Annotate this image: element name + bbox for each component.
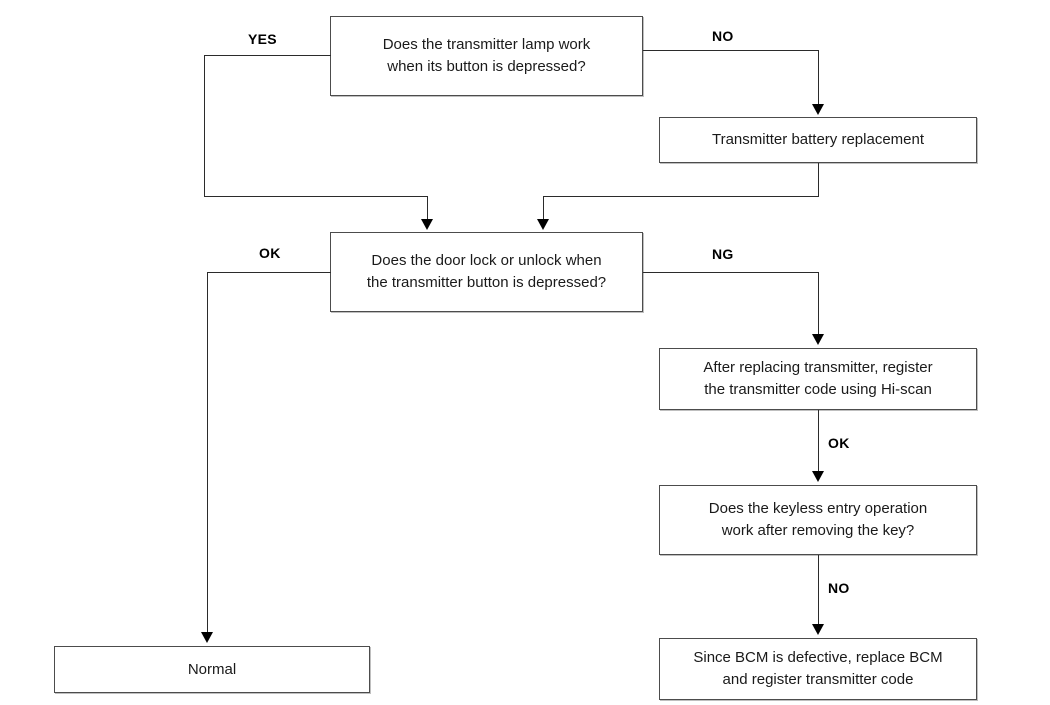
node-transmitter-lamp-line1: Does the transmitter lamp work — [382, 36, 591, 54]
edge-label-keyless-no: NO — [828, 580, 850, 596]
edge-lamp-no-vertical — [818, 50, 819, 106]
arrow-lamp-no-into-battery — [812, 104, 824, 115]
node-keyless-entry-line1: Does the keyless entry operation — [708, 500, 928, 518]
edge-doorlock-ok-horizontal — [207, 272, 331, 273]
node-register-code-line1: After replacing transmitter, register — [703, 359, 933, 377]
node-normal: Normal — [54, 646, 370, 693]
node-door-lock-line1: Does the door lock or unlock when — [371, 252, 602, 270]
node-replace-bcm: Since BCM is defective, replace BCM and … — [659, 638, 977, 700]
node-keyless-entry-question: Does the keyless entry operation work af… — [659, 485, 977, 555]
edge-doorlock-ng-horizontal — [643, 272, 819, 273]
edge-lamp-no-horizontal — [643, 50, 819, 51]
node-door-lock-line2: the transmitter button is depressed? — [366, 274, 607, 291]
node-transmitter-lamp-line2: when its button is depressed? — [387, 58, 586, 75]
node-battery-replacement-line1: Transmitter battery replacement — [711, 131, 925, 149]
edge-doorlock-ng-vertical — [818, 272, 819, 336]
arrow-battery-into-doorlock — [537, 219, 549, 230]
node-replace-bcm-line1: Since BCM is defective, replace BCM — [693, 649, 943, 667]
node-normal-label: Normal — [187, 660, 237, 678]
node-battery-replacement: Transmitter battery replacement — [659, 117, 977, 163]
edge-battery-down — [818, 163, 819, 196]
edge-battery-to-doorlock-horizontal — [543, 196, 819, 197]
arrow-doorlock-ok-into-normal — [201, 632, 213, 643]
edge-label-doorlock-ok: OK — [259, 245, 281, 261]
arrow-keyless-no-into-bcm — [812, 624, 824, 635]
arrow-hiscan-ok-into-keyless — [812, 471, 824, 482]
node-register-code-line2: the transmitter code using Hi-scan — [704, 381, 932, 398]
node-transmitter-lamp-question: Does the transmitter lamp work when its … — [330, 16, 643, 96]
edge-label-hiscan-ok: OK — [828, 435, 850, 451]
node-door-lock-question: Does the door lock or unlock when the tr… — [330, 232, 643, 312]
edge-lamp-yes-horizontal — [204, 55, 331, 56]
edge-label-lamp-no: NO — [712, 28, 734, 44]
edge-doorlock-ok-vertical — [207, 272, 208, 634]
arrow-lamp-yes-into-doorlock — [421, 219, 433, 230]
edge-label-doorlock-ng: NG — [712, 246, 734, 262]
edge-label-lamp-yes: YES — [248, 31, 277, 47]
edge-lamp-yes-drop — [427, 196, 428, 222]
edge-lamp-yes-to-doorlock-horizontal — [204, 196, 428, 197]
edge-hiscan-ok-vertical — [818, 410, 819, 473]
node-register-code-hiscan: After replacing transmitter, register th… — [659, 348, 977, 410]
edge-battery-drop — [543, 196, 544, 222]
node-replace-bcm-line2: and register transmitter code — [722, 671, 914, 688]
node-keyless-entry-line2: work after removing the key? — [721, 522, 915, 539]
edge-lamp-yes-vertical — [204, 55, 205, 196]
edge-keyless-no-vertical — [818, 555, 819, 626]
arrow-doorlock-ng-into-hiscan — [812, 334, 824, 345]
